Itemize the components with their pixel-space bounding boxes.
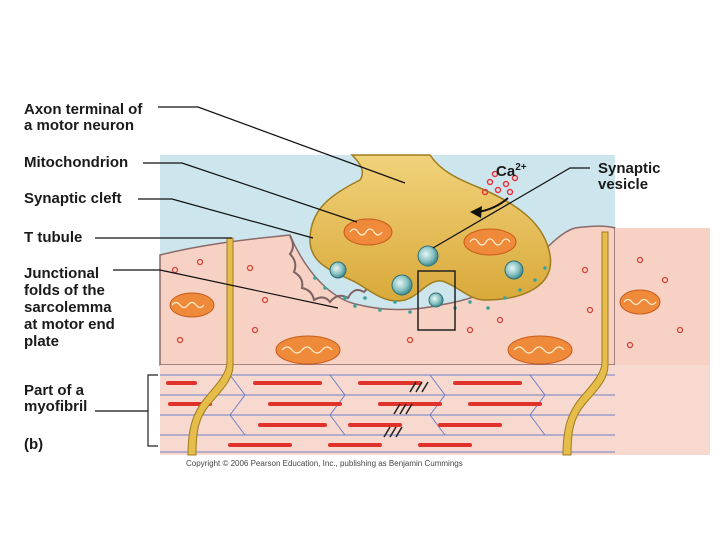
label-axon-terminal: Axon terminal of a motor neuron	[24, 102, 142, 134]
label-axon-terminal-line2: a motor neuron	[24, 117, 135, 134]
label-junctional-folds-line1: Junctional	[24, 265, 100, 282]
mitochondria-cristae	[171, 228, 657, 354]
myofibril-band	[160, 365, 615, 455]
panel-label: (b)	[24, 436, 44, 453]
label-mitochondrion: Mitochondrion	[24, 154, 129, 171]
label-axon-terminal-line1: Axon terminal of	[24, 101, 143, 118]
label-synaptic-vesicle-line1: Synaptic	[598, 160, 661, 177]
synaptic-vesicles	[329, 245, 524, 308]
label-junctional-folds: Junctional folds of the sarcolemma at mo…	[24, 265, 115, 350]
label-synaptic-cleft: Synaptic cleft	[24, 190, 122, 207]
myofibril-bracket	[147, 374, 158, 447]
label-myofibril-line1: Part of a	[24, 382, 85, 399]
label-synaptic-vesicle: Synaptic vesicle	[598, 161, 661, 193]
label-junctional-folds-line5: plate	[24, 333, 60, 350]
label-junctional-folds-line4: at motor end	[24, 316, 115, 333]
leader-lines	[95, 106, 590, 412]
t-tubule-right	[562, 231, 609, 456]
label-junctional-folds-line3: sarcolemma	[24, 299, 112, 316]
label-junctional-folds-line2: folds of the	[24, 282, 105, 299]
copyright-notice: Copyright © 2006 Pearson Education, Inc.…	[186, 459, 463, 468]
label-myofibril-line2: myofibril	[24, 398, 88, 415]
label-synaptic-vesicle-line2: vesicle	[598, 176, 649, 193]
label-t-tubule: T tubule	[24, 229, 83, 246]
axon-terminal	[309, 154, 552, 302]
label-calcium: Ca2+	[496, 160, 527, 180]
junctional-fold-highlight-box	[417, 270, 456, 331]
label-calcium-charge: 2+	[515, 162, 527, 173]
neurotransmitter-dots	[313, 266, 547, 314]
terminal-mitochondria	[343, 218, 517, 256]
muscle-particles	[171, 256, 684, 349]
arrow-head	[470, 206, 482, 218]
myofibril-right-extension	[615, 365, 710, 455]
label-calcium-symbol: Ca	[496, 163, 516, 180]
calcium-ions	[481, 170, 519, 196]
t-tubule-left	[187, 237, 234, 456]
label-myofibril: Part of a myofibril	[24, 383, 87, 415]
break-marks	[383, 381, 429, 438]
